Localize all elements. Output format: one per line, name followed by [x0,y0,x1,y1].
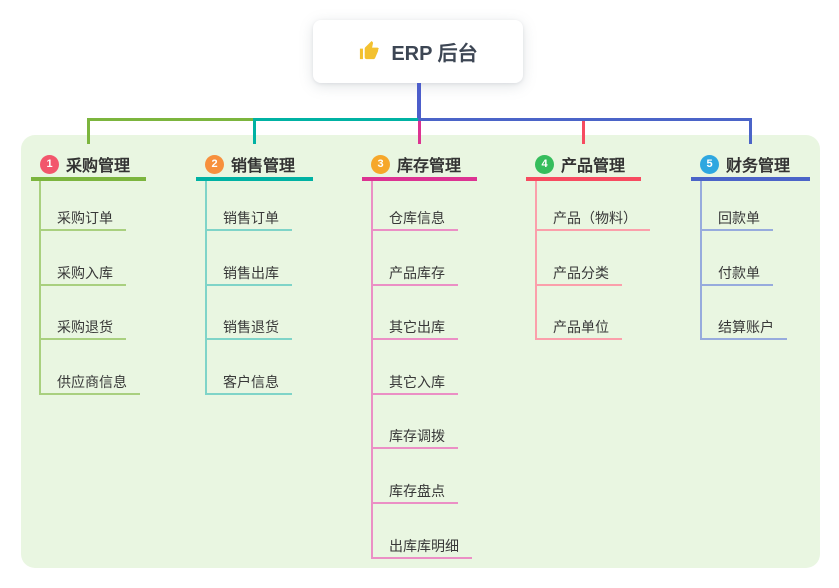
branch-title: 产品管理 [561,158,626,175]
branch-badge: 5 [700,154,719,174]
branch-headline-1[interactable]: 1 采购管理 [31,151,146,181]
child-node[interactable]: 出库库明细 [371,531,472,559]
child-label: 其它入库 [389,374,445,390]
child-label: 供应商信息 [57,374,127,390]
connector-drop-branch-4 [582,121,585,144]
branch-title: 销售管理 [231,158,296,175]
child-node[interactable]: 供应商信息 [39,367,140,395]
child-label: 采购退货 [57,319,113,335]
child-node[interactable]: 库存盘点 [371,476,458,504]
branch-spine-2 [205,181,207,395]
connector-bus-right [418,118,752,121]
branch-headline-3[interactable]: 3 库存管理 [362,151,477,181]
branch-title: 采购管理 [66,158,131,175]
child-node[interactable]: 回款单 [700,203,773,231]
branch-headline-2[interactable]: 2 销售管理 [196,151,313,181]
connector-drop-branch-2 [253,118,256,144]
child-node[interactable]: 客户信息 [205,367,292,395]
child-node[interactable]: 销售出库 [205,258,292,286]
child-label: 客户信息 [223,374,279,390]
connector-drop-branch-5 [749,118,752,144]
child-node[interactable]: 结算账户 [700,312,787,340]
child-label: 其它出库 [389,319,445,335]
branch-headline-5[interactable]: 5 财务管理 [691,151,810,181]
child-node[interactable]: 付款单 [700,258,773,286]
child-node[interactable]: 产品单位 [535,312,622,340]
content-panel [21,135,820,568]
connector-drop-branch-1 [87,118,90,144]
child-node[interactable]: 采购退货 [39,312,126,340]
thumbs-up-icon [360,40,380,60]
connector-bus-left [87,118,256,121]
child-label: 出库库明细 [389,538,459,554]
child-node[interactable]: 产品分类 [535,258,622,286]
branch-badge: 2 [205,154,224,174]
child-label: 销售退货 [223,319,279,335]
root-node[interactable]: ERP 后台 [313,20,523,83]
branch-spine-1 [39,181,41,395]
child-node[interactable]: 采购订单 [39,203,126,231]
connector-root-stem [417,83,421,121]
child-node[interactable]: 产品（物料） [535,203,650,231]
child-node[interactable]: 采购入库 [39,258,126,286]
branch-spine-4 [535,181,537,340]
branch-badge: 3 [371,154,390,174]
child-node[interactable]: 产品库存 [371,258,458,286]
connector-bus-middle [253,118,421,121]
branch-spine-5 [700,181,702,340]
child-label: 销售订单 [223,210,279,226]
child-label: 结算账户 [718,319,774,335]
child-label: 销售出库 [223,265,279,281]
connector-drop-branch-3 [418,121,421,144]
branch-spine-3 [371,181,373,559]
child-label: 产品库存 [389,265,445,281]
branch-headline-4[interactable]: 4 产品管理 [526,151,641,181]
child-label: 付款单 [718,265,760,281]
child-node[interactable]: 销售退货 [205,312,292,340]
child-node[interactable]: 仓库信息 [371,203,458,231]
branch-badge: 4 [535,154,554,174]
root-title: ERP 后台 [391,43,478,65]
child-label: 库存调拨 [389,428,445,444]
child-label: 产品（物料） [553,210,637,226]
child-label: 采购订单 [57,210,113,226]
child-label: 采购入库 [57,265,113,281]
child-label: 回款单 [718,210,760,226]
child-node[interactable]: 销售订单 [205,203,292,231]
child-label: 产品分类 [553,265,609,281]
child-node[interactable]: 其它出库 [371,312,458,340]
branch-title: 财务管理 [726,158,791,175]
branch-title: 库存管理 [397,158,462,175]
child-label: 库存盘点 [389,483,445,499]
child-node[interactable]: 库存调拨 [371,421,458,449]
child-label: 仓库信息 [389,210,445,226]
child-node[interactable]: 其它入库 [371,367,458,395]
branch-badge: 1 [40,154,59,174]
child-label: 产品单位 [553,319,609,335]
